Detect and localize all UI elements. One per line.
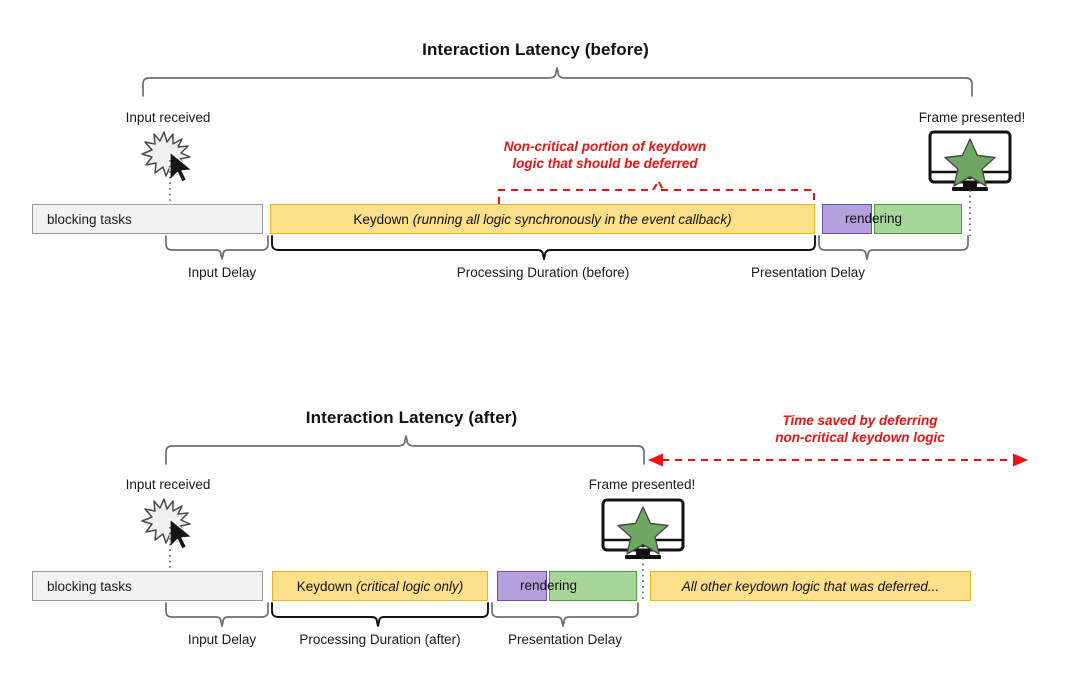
before-bar-blocking-label: blocking tasks [47,211,132,227]
after-input-dropline [169,527,171,583]
after-bar-keydown: Keydown (critical logic only) [272,571,488,601]
after-bar-deferred-label: All other keydown logic that was deferre… [681,578,940,594]
after-bar-keydown-label: Keydown (critical logic only) [296,578,464,594]
before-phase-presentation-delay: Presentation Delay [750,265,866,280]
after-phase-input-delay: Input Delay [187,632,257,647]
after-bar-keydown-emphasis: (critical logic only) [356,578,464,594]
before-annotation-line1: Non-critical portion of keydown [503,139,707,154]
before-section-title: Interaction Latency (before) [422,40,649,59]
monitor-star-icon [928,130,1012,191]
after-bar-prerender [497,571,547,601]
before-input-dropline [169,160,171,216]
after-phase-brackets [165,602,639,627]
after-input-received-label: Input received [125,477,211,492]
after-annotation-line1: Time saved by deferring [782,413,938,428]
after-bar-blocking-tasks: blocking tasks [32,571,263,601]
after-bar-blocking-label: blocking tasks [47,578,132,594]
monitor-star-icon [601,498,685,559]
before-input-received-label: Input received [125,110,211,125]
before-frame-presented-label: Frame presented! [918,110,1026,125]
before-annotation-bracket [498,181,815,204]
before-bar-keydown: Keydown (running all logic synchronously… [270,204,815,234]
before-latency-bracket [142,67,973,97]
before-annotation-line2: logic that should be deferred [512,156,698,172]
before-bar-rendering [874,204,962,234]
before-frame-dropline [969,190,971,236]
after-bar-rendering [549,571,637,601]
before-bar-prerender [822,204,872,234]
before-bar-keydown-emphasis: (running all logic synchronously in the … [412,211,732,227]
before-annotation-text: Non-critical portion of keydown logic th… [395,138,815,173]
before-bar-keydown-label: Keydown (running all logic synchronously… [353,211,732,227]
before-phase-input-delay: Input Delay [187,265,257,280]
after-bar-deferred-logic: All other keydown logic that was deferre… [650,571,971,601]
after-annotation-line2: non-critical keydown logic [775,430,945,446]
before-phase-brackets [165,235,969,260]
after-latency-bracket [165,435,645,465]
after-frame-presented-label: Frame presented! [588,477,696,492]
after-phase-processing-duration: Processing Duration (after) [299,632,461,647]
after-section-title: Interaction Latency (after) [305,408,518,427]
time-saved-arrow [648,453,1028,467]
after-phase-presentation-delay: Presentation Delay [507,632,623,647]
before-bar-blocking-tasks: blocking tasks [32,204,263,234]
before-phase-processing-duration: Processing Duration (before) [456,265,630,280]
after-annotation-text: Time saved by deferring non-critical key… [660,412,1060,447]
